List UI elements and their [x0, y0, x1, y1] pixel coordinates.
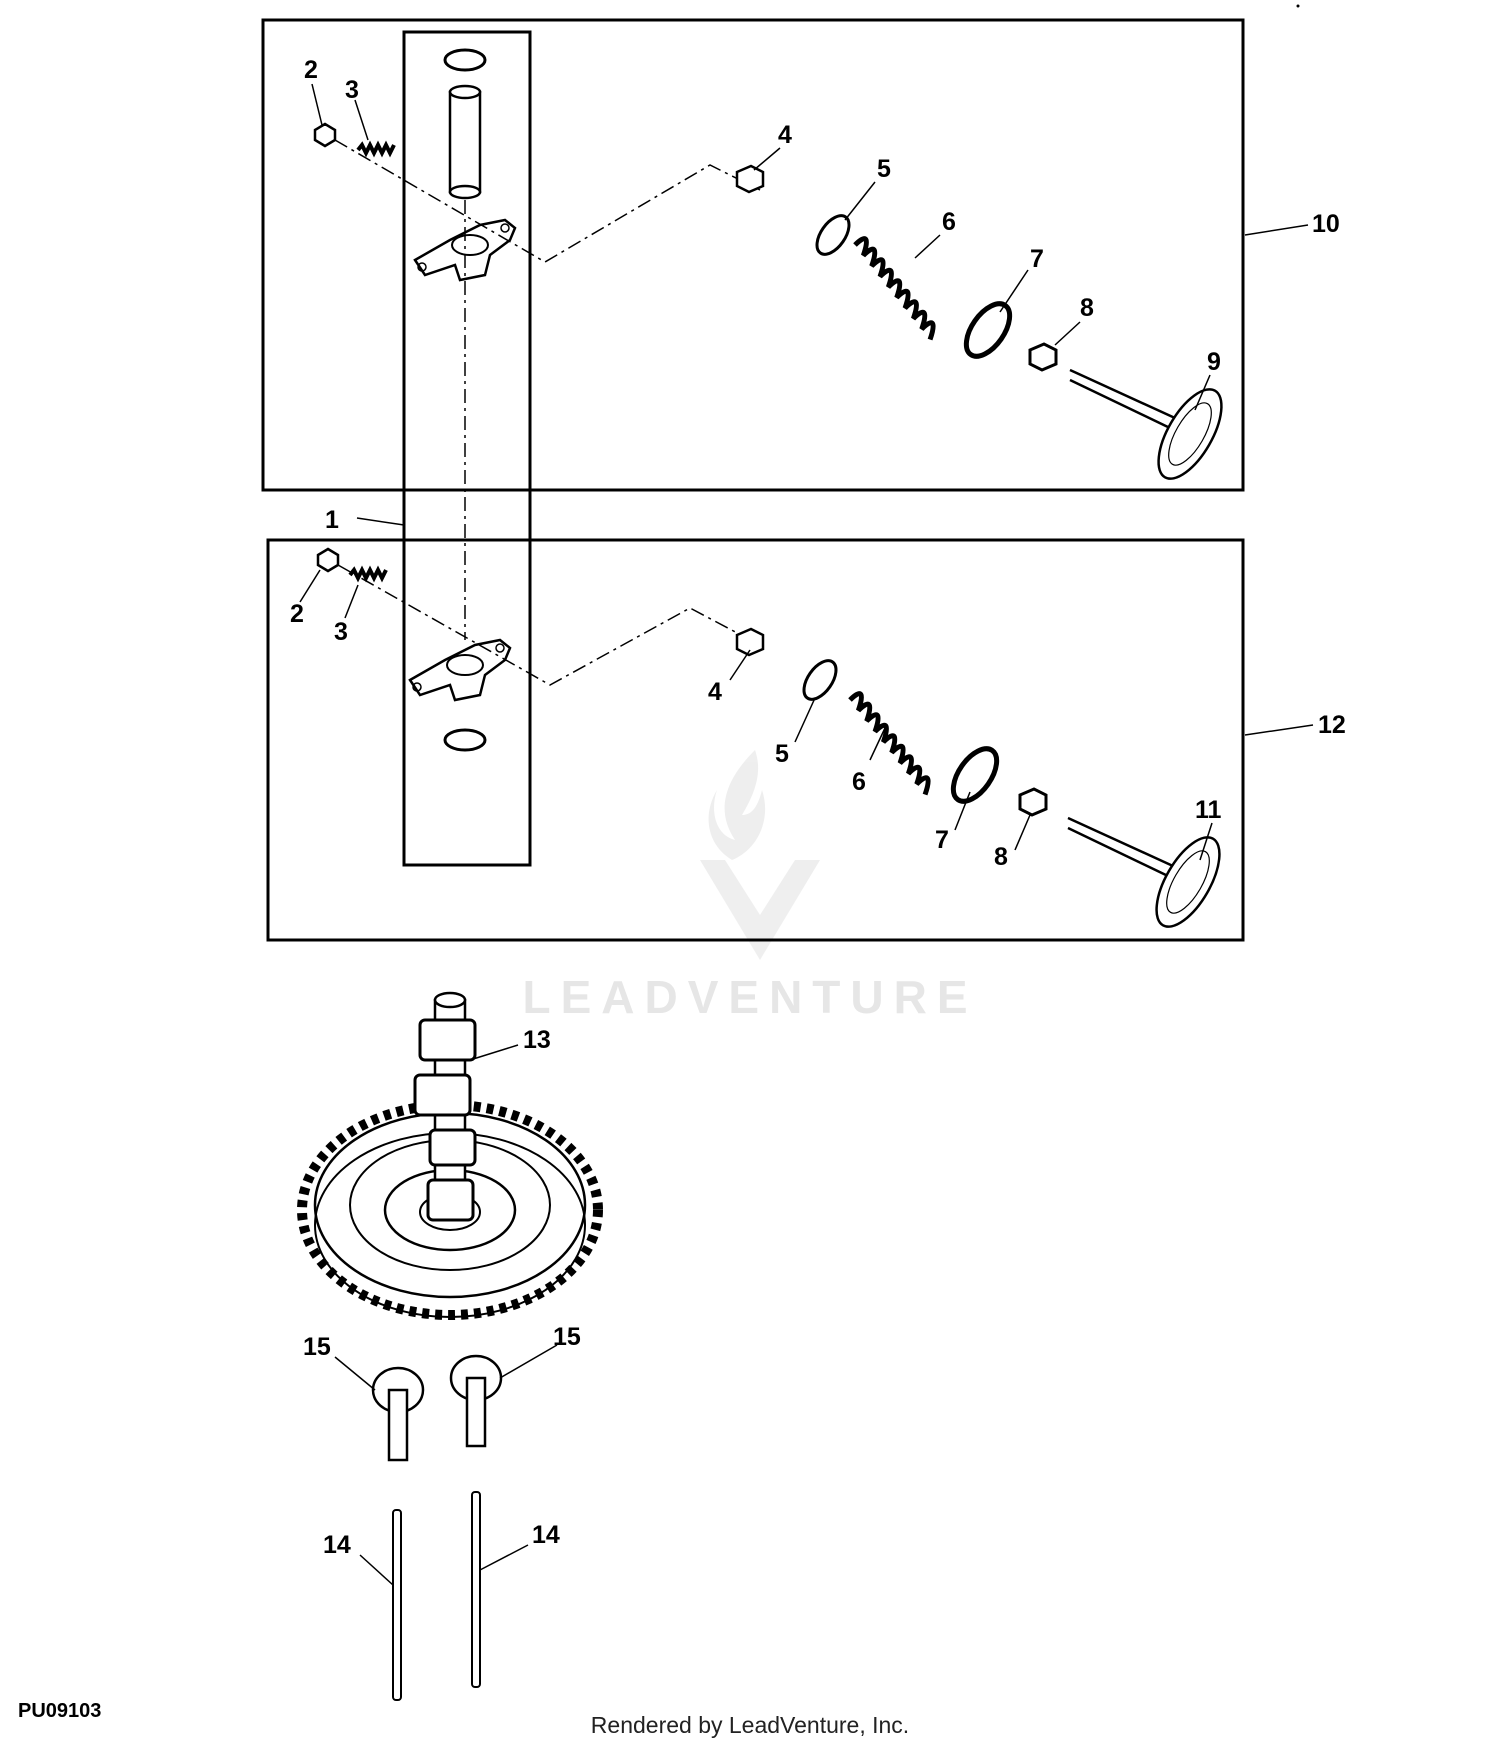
callout-4-lower: 4: [708, 678, 722, 706]
callout-11: 11: [1195, 796, 1222, 824]
valve-cap-upper: [735, 164, 765, 194]
spring-retainer-lower: [802, 659, 838, 701]
retaining-ring-top: [443, 48, 487, 72]
retaining-ring-bottom: [443, 728, 487, 752]
callout-3-lower: 3: [334, 618, 348, 646]
adjusting-nut-lower: [316, 547, 340, 573]
callout-2-lower: 2: [290, 600, 304, 628]
callout-15-left: 15: [303, 1333, 331, 1361]
callout-6-upper: 6: [942, 208, 956, 236]
watermark-text: LEADVENTURE: [522, 971, 978, 1023]
callout-13: 13: [523, 1026, 551, 1054]
valve-seal-upper: [1028, 342, 1058, 372]
lower-assembly-parts: [316, 547, 1234, 938]
callout-7-upper: 7: [1030, 245, 1044, 273]
callouts: 1 2 3 4 5 6 7 8 9 10 2 3 4 5 6 7 8 11 12…: [290, 56, 1346, 1559]
spring-retainer-upper: [815, 214, 851, 256]
render-credit: Rendered by LeadVenture, Inc.: [590, 1712, 910, 1738]
push-rod-right: [471, 1491, 481, 1688]
push-rod-left: [392, 1509, 402, 1701]
valve-seal-lower: [1018, 787, 1048, 817]
callout-14-left: 14: [323, 1531, 351, 1559]
adjusting-nut-upper: [313, 122, 337, 148]
leader-lines: [299, 83, 1314, 1586]
tappet-right: [449, 1354, 503, 1448]
diagram-id: PU09103: [18, 1700, 102, 1722]
callout-9: 9: [1207, 348, 1221, 376]
rocker-shaft-box: [402, 30, 532, 867]
callout-12: 12: [1318, 711, 1346, 739]
adjusting-screw-lower: [348, 565, 388, 583]
spring-washer-upper: [963, 301, 1013, 359]
exhaust-valve-assembly-box: [261, 18, 1245, 492]
valve-cap-lower: [735, 627, 765, 657]
callout-10: 10: [1312, 210, 1340, 238]
callout-4-upper: 4: [778, 121, 792, 149]
camshaft: [413, 991, 477, 1222]
callout-5-lower: 5: [775, 740, 789, 768]
rocker-shaft: [448, 84, 482, 200]
intake-valve-assembly-box: [266, 538, 1245, 942]
callout-8-upper: 8: [1080, 294, 1094, 322]
callout-7-lower: 7: [935, 826, 949, 854]
callout-15-right: 15: [553, 1323, 581, 1351]
corner-mark: [1296, 4, 1300, 8]
spring-washer-lower: [950, 746, 1000, 804]
callout-14-right: 14: [532, 1521, 560, 1549]
callout-6-lower: 6: [852, 768, 866, 796]
upper-assembly-parts: [313, 48, 1236, 640]
callout-3-upper: 3: [345, 76, 359, 104]
tappet-left: [371, 1366, 425, 1462]
callout-1: 1: [325, 506, 339, 534]
callout-5-upper: 5: [877, 155, 891, 183]
callout-2-upper: 2: [304, 56, 318, 84]
watermark-logo: [700, 750, 820, 960]
callout-8-lower: 8: [994, 843, 1008, 871]
adjusting-screw-upper: [356, 140, 396, 158]
